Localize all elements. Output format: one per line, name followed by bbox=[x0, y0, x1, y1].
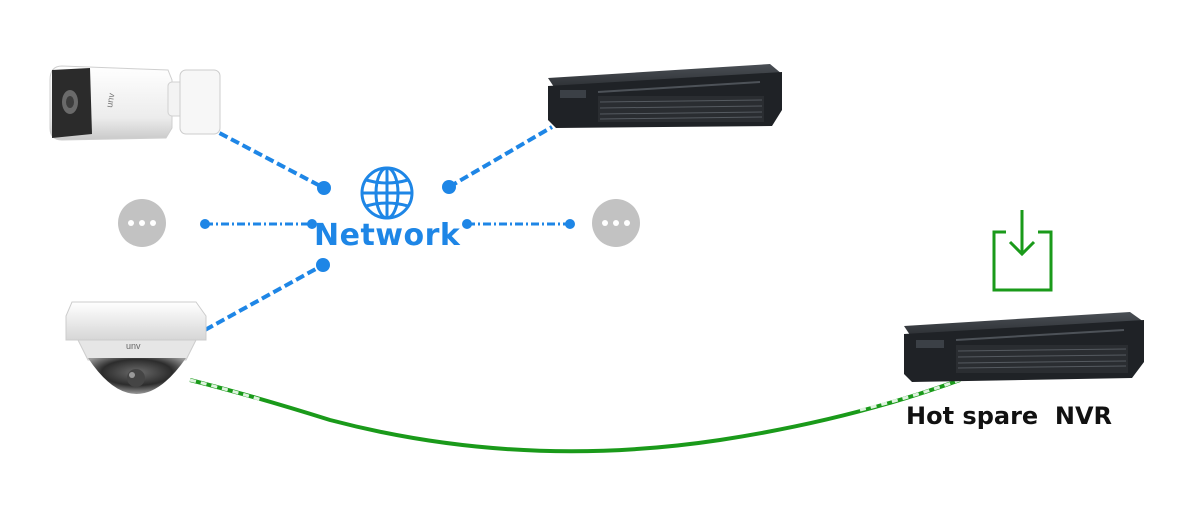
link-node bbox=[462, 219, 472, 229]
nvr-device bbox=[548, 64, 782, 128]
dome-camera: unv bbox=[65, 301, 207, 394]
link-node bbox=[565, 219, 575, 229]
more-devices-left-icon bbox=[118, 199, 166, 247]
link-node bbox=[316, 258, 330, 272]
download-box-icon bbox=[992, 210, 1053, 292]
link-node bbox=[307, 219, 317, 229]
network-links bbox=[200, 125, 575, 332]
hot-spare-link-highlight bbox=[859, 378, 961, 412]
globe-icon bbox=[360, 166, 414, 220]
link-dome-camera bbox=[204, 263, 324, 332]
dome-camera-logo: unv bbox=[126, 341, 141, 351]
more-devices-right-icon bbox=[592, 199, 640, 247]
link-node bbox=[317, 181, 331, 195]
link-top-nvr bbox=[447, 125, 554, 189]
hot-spare-nvr-device bbox=[904, 312, 1144, 382]
hot-spare-link-highlight bbox=[189, 378, 263, 402]
hot-spare-nvr-label: Hot spare NVR bbox=[906, 402, 1113, 430]
link-node bbox=[442, 180, 456, 194]
link-node bbox=[200, 219, 210, 229]
hot-spare-link bbox=[189, 378, 961, 454]
network-label: Network bbox=[314, 218, 461, 253]
bullet-camera-logo: unv bbox=[104, 92, 116, 109]
link-bullet-camera bbox=[207, 125, 325, 190]
bullet-camera: unv bbox=[49, 65, 221, 141]
